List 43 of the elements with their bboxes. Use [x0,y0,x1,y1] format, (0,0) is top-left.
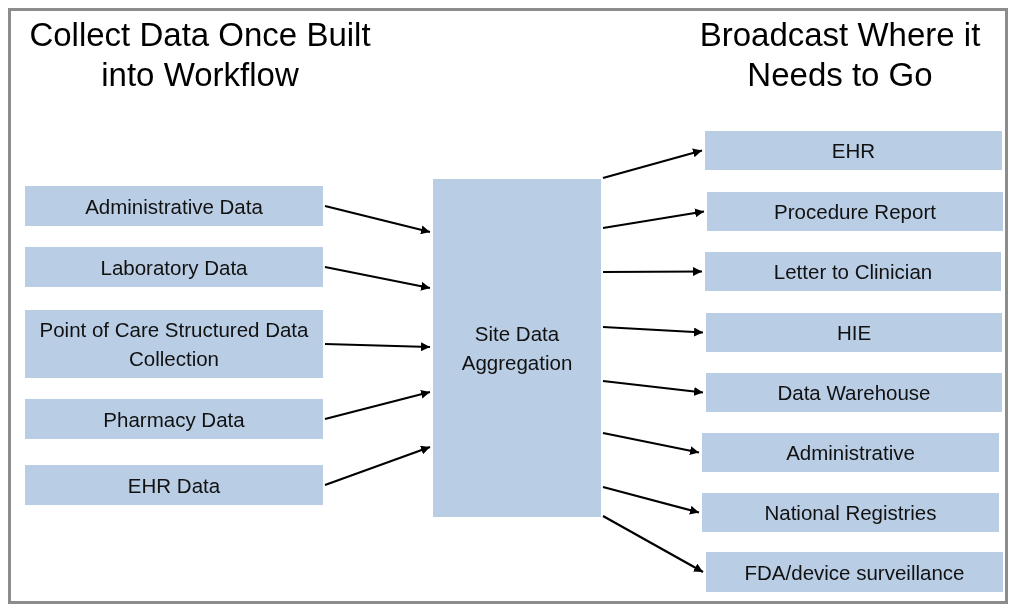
arrow [602,485,700,515]
data-box [25,399,323,439]
arrow [602,515,704,573]
arrow [603,267,702,277]
arrow [602,431,700,456]
box-label: Point of Care Structured Data Collection [38,317,310,372]
arrow [324,204,431,235]
box-label: Pharmacy Data [103,406,245,433]
aggregation-box [433,179,601,517]
box-label: Administrative Data [85,193,263,220]
box-label: Data Warehouse [777,380,931,406]
heading: Collect Data Once Built into Workflow [28,15,372,95]
arrow [324,265,431,291]
arrow [602,325,704,337]
arrow [602,148,703,180]
data-box [706,313,1002,352]
data-box [707,192,1003,231]
box-label: National Registries [764,500,937,526]
data-box [706,373,1002,412]
box-label: Laboratory Data [100,254,248,281]
data-box [25,465,323,505]
box-label: FDA/device surveillance [744,559,965,586]
arrow [602,208,705,230]
box-label: HIE [836,320,872,346]
arrow [324,445,431,487]
box-label: Letter to Clinician [773,259,933,285]
data-box [25,247,323,287]
data-box [706,552,1003,592]
data-box [25,310,323,378]
data-box [702,433,999,472]
data-box [705,131,1002,170]
box-label: EHR [831,138,876,164]
box-label: EHR Data [127,472,221,499]
data-box [705,252,1001,291]
box-label: Procedure Report [774,199,936,225]
box-label: Site Data Aggregation [460,321,574,376]
arrow [602,379,704,396]
heading: Broadcast Where it Needs to Go [698,15,982,95]
arrow [324,342,431,352]
data-box [25,186,323,226]
data-box [702,493,999,532]
arrow [324,389,431,421]
box-label: Administrative [786,440,915,466]
